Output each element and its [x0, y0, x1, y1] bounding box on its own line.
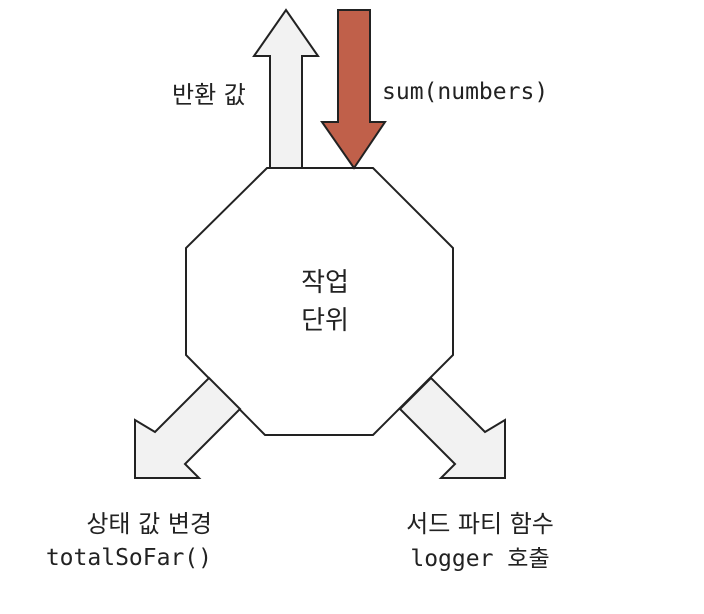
side-effect-label-line1: 서드 파티 함수	[406, 510, 554, 538]
side-effect-label: 서드 파티 함수 logger 호출	[380, 507, 580, 576]
state-change-label-line2: totalSoFar()	[45, 545, 212, 571]
return-value-label: 반환 값	[172, 81, 246, 109]
state-change-label-line1: 상태 값 변경	[86, 510, 212, 538]
state-change-label: 상태 값 변경 totalSoFar()	[20, 507, 212, 575]
side-effect-arrow	[398, 376, 506, 479]
work-unit-octagon	[185, 167, 454, 436]
state-change-arrow	[134, 376, 242, 479]
side-effect-label-line2: logger 호출	[380, 541, 580, 576]
work-unit-label-line1: 작업	[301, 268, 349, 298]
work-unit-label: 작업 단위	[255, 264, 395, 340]
work-unit-label-line2: 단위	[301, 306, 349, 336]
input-arrow	[320, 9, 387, 170]
input-label: sum(numbers)	[382, 79, 549, 105]
return-value-arrow	[252, 8, 320, 169]
side-effect-label-line2-text: logger 호출	[410, 546, 550, 572]
